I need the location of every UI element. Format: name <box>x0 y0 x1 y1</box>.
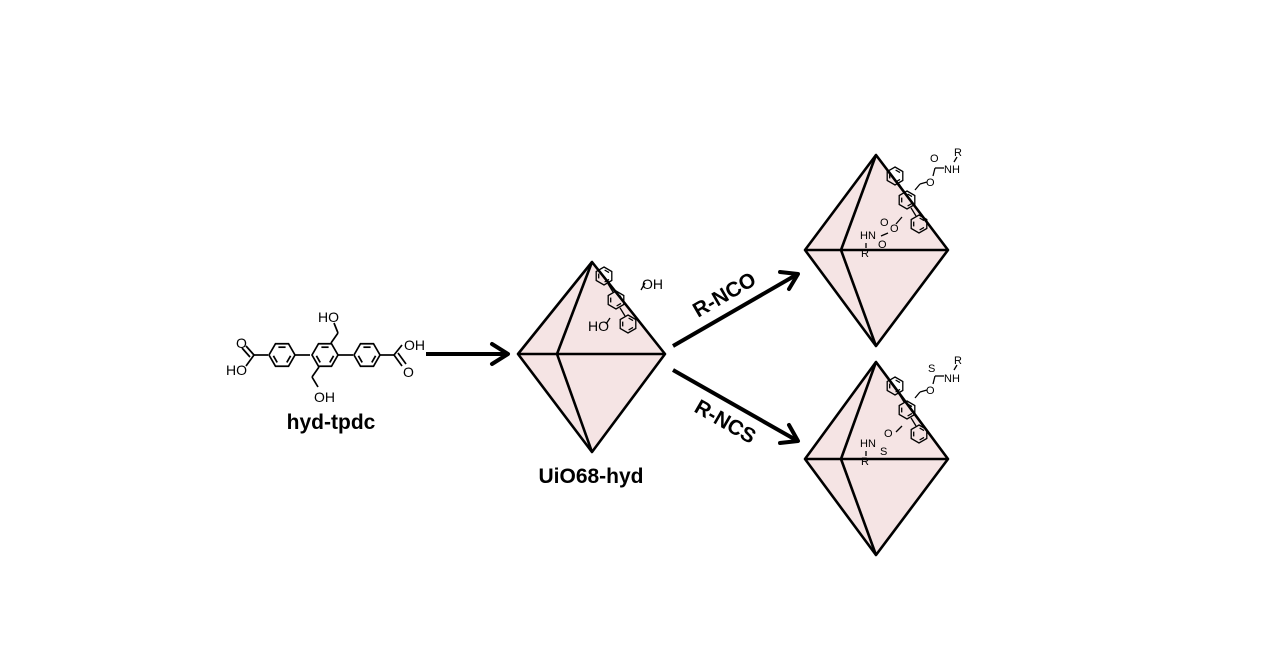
linker-label: hyd-tpdc <box>287 411 376 434</box>
thiocarbamate-r-top: R <box>954 355 962 367</box>
thiocarbamate-linker: O S NH R O S HN R <box>860 355 962 468</box>
arrow-to-mof <box>426 342 510 366</box>
thiocarbamate-o-top: O <box>926 385 935 397</box>
carbamate-octahedron: O O NH R O O O HN R <box>803 147 962 348</box>
uio68-oh-top: OH <box>642 276 663 292</box>
carbamate-hn-bottom: HN <box>860 230 876 242</box>
thiocarbamate-octahedron: O S NH R O S HN R <box>803 355 962 557</box>
uio68-linker: OH HO <box>588 267 663 334</box>
carbamate-carbonyl-top: O <box>930 153 939 165</box>
carbamate-r-bottom: R <box>861 248 869 260</box>
carbamate-o-top: O <box>926 177 935 189</box>
thiocarbamate-nh-top: NH <box>944 373 960 385</box>
carbonyl-oxygen-right: O <box>403 364 414 380</box>
thiocarbamate-s-top: S <box>928 363 935 375</box>
hydroxyl-right: OH <box>404 337 425 353</box>
uio68-hyd-octahedron: OH HO <box>516 260 667 454</box>
carbamate-linker: O O NH R O O O HN R <box>860 147 962 260</box>
hydroxymethyl-top: HO <box>318 309 339 325</box>
carbamate-carbonyl-bottom-2: O <box>878 239 887 251</box>
carbamate-r-top: R <box>954 147 962 159</box>
thiocarbamate-s-bottom: S <box>880 446 887 458</box>
reagent-bottom-label: R-NCS <box>691 395 760 448</box>
hyd-tpdc-structure: O HO HO OH OH O <box>226 309 425 405</box>
carbamate-nh-top: NH <box>944 164 960 176</box>
thiocarbamate-hn-bottom: HN <box>860 438 876 450</box>
uio68-oh-bottom: HO <box>588 318 609 334</box>
thiocarbamate-r-bottom: R <box>861 456 869 468</box>
arrow-to-thiocarbamate <box>672 368 800 445</box>
carbonyl-oxygen-left: O <box>236 335 247 351</box>
thiocarbamate-o-bottom: O <box>884 428 893 440</box>
arrow-to-carbamate <box>672 270 800 348</box>
hydroxymethyl-bottom: OH <box>314 389 335 405</box>
hydroxyl-left: HO <box>226 362 247 378</box>
mof-label: UiO68-hyd <box>538 465 643 488</box>
carbamate-carbonyl-bottom: O <box>880 217 889 229</box>
carbamate-o-bottom: O <box>890 223 899 235</box>
